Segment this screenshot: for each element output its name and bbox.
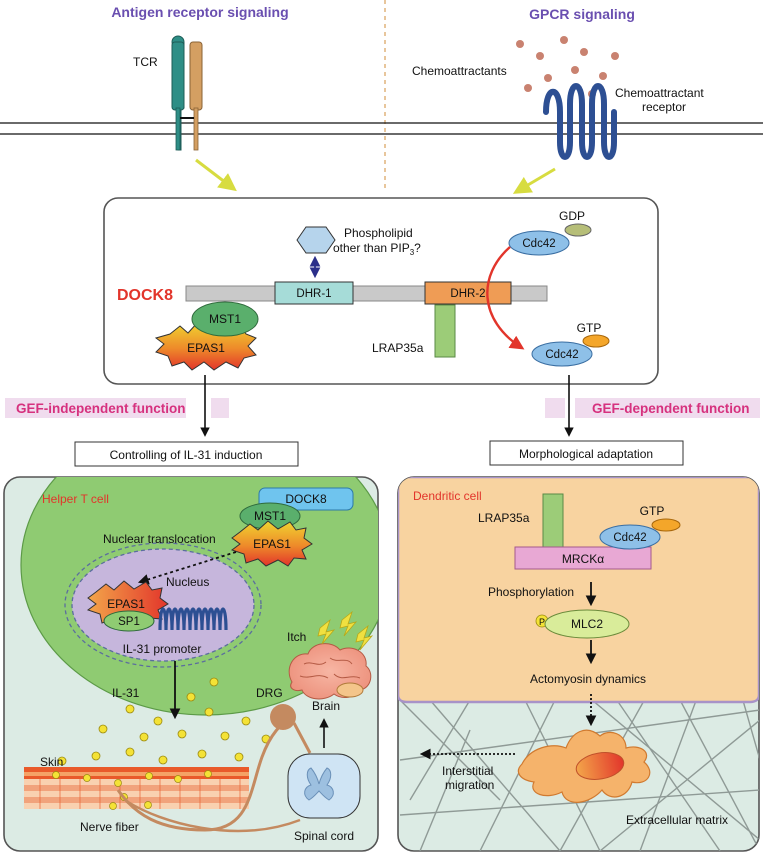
sp1-label: SP1 [118,616,140,628]
dock8-title: DOCK8 [117,287,173,304]
chemoattractant-receptor-label-2: receptor [642,100,686,114]
gdp-label: GDP [559,209,585,223]
phospholipid-hexagon-icon [296,226,336,254]
gef-independent-label: GEF-independent function [16,401,185,416]
nerve-fiber [116,717,293,832]
phospholipid-label-1: Phospholipid [344,226,413,240]
morph-adaptation-box [489,440,684,466]
dendritic-cell-label: Dendritic cell [413,489,482,503]
nucleus-outer [64,542,262,668]
il31-promoter-label: IL-31 promoter [123,642,202,656]
actomyosin-label: Actomyosin dynamics [530,672,646,686]
cdc42-gdp-oval [508,230,570,256]
skin-label: Skin [40,755,63,769]
spinal-cord-icon [304,767,334,801]
brain-label: Brain [312,699,340,713]
interstitial-migration-label-1: Interstitial [442,764,493,778]
dhr2-label: DHR-2 [450,288,485,300]
phosphate-label: P [539,617,545,627]
gtp-label: GTP [577,321,602,335]
il31-label: IL-31 [112,686,140,700]
dhr2-domain [424,281,512,305]
phospholipid-label-2: other than PIP3? [333,241,421,257]
spinal-cord-label: Spinal cord [294,829,354,843]
migrating-cell-nucleus [575,752,625,780]
drg-label: DRG [256,686,283,700]
tcr-label: TCR [133,55,158,69]
helper-epas1-label: EPAS1 [253,537,291,551]
tcr-receptor-icon [171,35,203,151]
drg-to-spinal-line [292,722,312,754]
nuclear-epas1-label: EPAS1 [107,597,145,611]
cdc42-gtp-oval [531,341,593,367]
gef-dependent-label: GEF-dependent function [592,401,750,416]
dhr1-domain [274,281,354,305]
mrck-label: MRCKα [562,552,604,566]
mlc2-oval [544,609,630,639]
gef-dependent-band-right [575,398,760,418]
nuclear-translocation-arrow [137,551,237,585]
sp1-oval [103,610,155,632]
lrap35a-label: LRAP35a [372,341,424,355]
gpcr-receptor-icon [543,83,617,160]
mrck-box [514,546,652,570]
header-gpcr-signaling: GPCR signaling [529,6,635,22]
gef-exchange-arrow [486,246,525,350]
nucleus-label: Nucleus [166,575,209,589]
dc-gtp-oval [651,518,681,532]
nuclear-translocation-label: Nuclear translocation [103,532,216,546]
gef-independent-band [5,398,186,418]
epas1-label: EPAS1 [187,341,225,355]
gtp-oval [582,334,610,348]
itch-lightning-icon [317,610,374,651]
gef-dependent-band [545,398,565,418]
helper-dock8-label: DOCK8 [285,492,327,506]
nerve-fiber-branch [127,800,301,833]
interstitial-migration-label-2: migration [445,778,494,792]
mst1-oval [191,301,259,337]
dc-lrap35a-label: LRAP35a [478,511,530,525]
dc-gtp-label: GTP [640,504,665,518]
extracellular-matrix-label: Extracellular matrix [626,813,728,827]
il31-induction-box [74,441,299,467]
helper-epas1-burst [230,520,313,567]
brain-icon [288,643,372,700]
lrap35a-block [434,304,456,358]
dc-lrap35a-block [542,493,564,548]
helper-mst1-label: MST1 [254,509,286,523]
dendritic-cell [398,477,759,704]
dhr1-label: DHR-1 [296,288,331,300]
morph-adaptation-label: Morphological adaptation [519,447,653,461]
drg-ganglion [270,704,296,730]
tcr-to-dock8-arrow [195,158,237,192]
gpcr-to-dock8-arrow [512,167,556,194]
il31-promoter-dna-icon [158,607,228,631]
dc-cdc42-oval [599,524,661,550]
helper-t-cell-label: Helper T cell [42,492,109,506]
header-antigen-signaling: Antigen receptor signaling [111,4,288,20]
gdp-oval [564,223,592,237]
cell-membrane [0,122,763,135]
nerve-fiber-label: Nerve fiber [80,820,139,834]
gef-independent-band-right [211,398,229,418]
il31-dots [57,677,271,766]
dc-cdc42-label: Cdc42 [613,532,646,544]
mlc2-label: MLC2 [571,617,603,631]
mst1-label: MST1 [209,312,241,326]
itch-label: Itch [287,630,306,644]
chemoattractant-receptor-label-1: Chemoattractant [615,86,704,100]
chemoattractants-label: Chemoattractants [412,64,507,78]
cdc42-gdp-label: Cdc42 [522,238,555,250]
il31-induction-label: Controlling of IL-31 induction [110,448,263,462]
skin-layer [24,767,249,810]
phosphorylation-label: Phosphorylation [488,585,574,599]
cdc42-gtp-label: Cdc42 [545,349,578,361]
